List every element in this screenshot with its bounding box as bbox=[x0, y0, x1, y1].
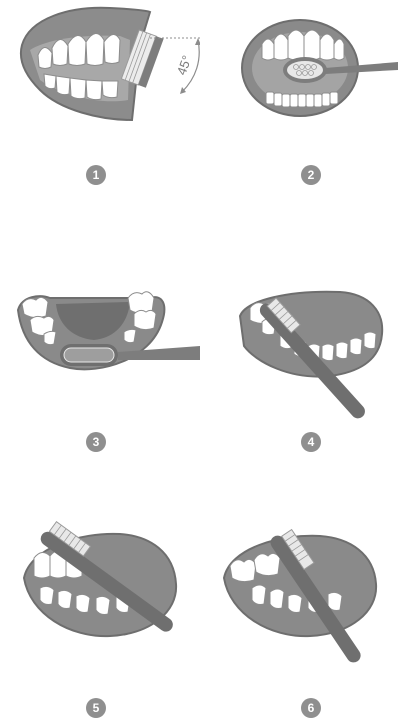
step-6-panel: 6 bbox=[200, 484, 400, 726]
step-3-panel: 3 bbox=[0, 242, 200, 484]
step-2-panel: 2 bbox=[200, 0, 400, 242]
step-4-panel: 4 bbox=[200, 242, 400, 484]
inner-front-teeth-icon bbox=[200, 0, 400, 160]
angle-label: 45° bbox=[174, 53, 195, 77]
step-number-badge: 5 bbox=[86, 698, 106, 718]
step-number-badge: 2 bbox=[301, 165, 321, 185]
step-number-badge: 6 bbox=[301, 698, 321, 718]
step-5-panel: 5 bbox=[0, 484, 200, 726]
outer-side-teeth-icon bbox=[0, 484, 200, 684]
step-number-badge: 3 bbox=[86, 432, 106, 452]
lower-inner-teeth-icon bbox=[0, 242, 200, 412]
step-1-panel: 45° 1 bbox=[0, 0, 200, 242]
step-number-badge: 1 bbox=[86, 165, 106, 185]
front-teeth-45-degree-icon: 45° bbox=[0, 0, 200, 160]
back-side-teeth-icon bbox=[200, 484, 400, 684]
step-number-badge: 4 bbox=[301, 432, 321, 452]
upper-chewing-surface-icon bbox=[200, 242, 400, 442]
